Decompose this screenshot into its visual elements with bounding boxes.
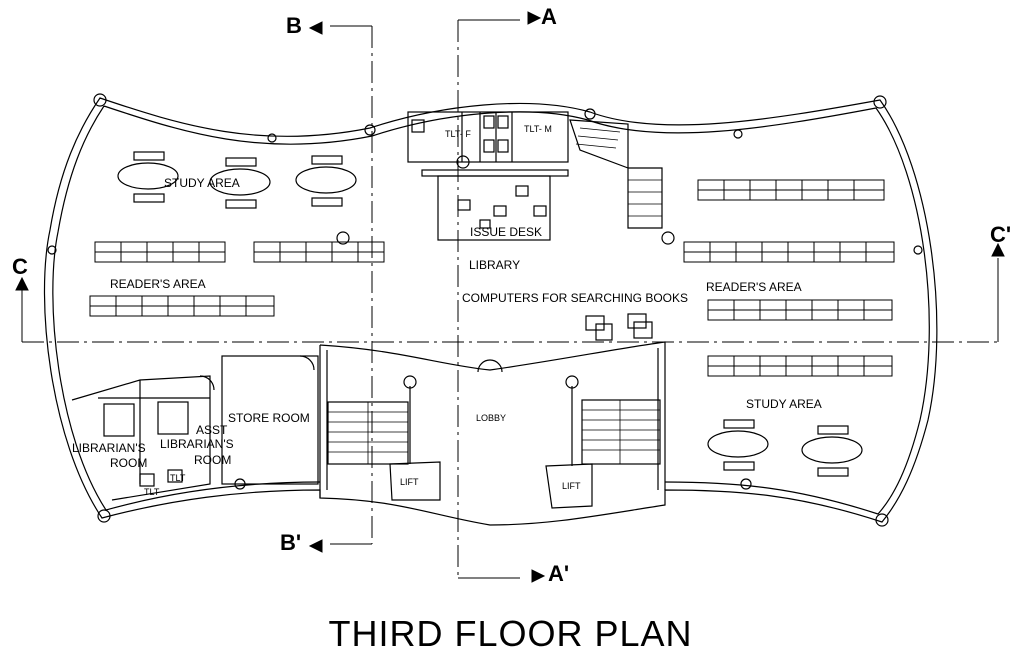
reader-desks-left (89, 241, 385, 317)
section-a-arrow (527, 11, 542, 25)
study-tables-left (117, 151, 357, 209)
label-tlt-small-2: TLT (170, 473, 186, 483)
section-b-arrow (308, 21, 323, 35)
label-tlt-m: TLT- M (524, 124, 552, 134)
section-c-prime-arrow (991, 242, 1005, 257)
section-c-arrow (15, 276, 29, 291)
label-study-area-left: STUDY AREA (164, 176, 240, 190)
study-tables-right (707, 419, 863, 477)
section-marker-b: B (286, 13, 302, 38)
label-asst-room-line3: ROOM (194, 453, 232, 467)
inner-wall (52, 105, 930, 515)
label-lift-right: LIFT (562, 481, 581, 491)
label-lobby: LOBBY (476, 413, 507, 423)
label-asst-room-line1: ASST (196, 423, 228, 437)
label-lift-left: LIFT (400, 477, 419, 487)
label-store-room: STORE ROOM (228, 411, 310, 425)
section-a-prime-arrow (531, 569, 546, 583)
section-marker-b-prime: B' (280, 530, 302, 555)
section-b-prime-arrow (308, 539, 323, 553)
label-readers-area-left: READER'S AREA (110, 277, 206, 291)
drawing-title: THIRD FLOOR PLAN (328, 613, 693, 654)
label-issue-desk: ISSUE DESK (470, 225, 543, 239)
outer-wall (43, 97, 938, 526)
label-asst-room-line2: LIBRARIAN'S (160, 437, 234, 451)
label-library: LIBRARY (469, 258, 521, 272)
section-marker-c: C (12, 254, 28, 279)
label-librarians-room-line1: LIBRARIAN'S (72, 441, 146, 455)
label-tlt-f: TLT- F (445, 129, 471, 139)
label-study-area-right: STUDY AREA (746, 397, 822, 411)
label-librarians-room-line2: ROOM (110, 456, 148, 470)
label-computers: COMPUTERS FOR SEARCHING BOOKS (462, 291, 689, 305)
label-readers-area-right: READER'S AREA (706, 280, 802, 294)
reader-desks-right (683, 179, 895, 377)
section-marker-a: A (541, 4, 557, 29)
section-marker-c-prime: C' (990, 222, 1012, 247)
section-marker-a-prime: A' (548, 561, 570, 586)
label-tlt-small-1: TLT (144, 487, 160, 497)
